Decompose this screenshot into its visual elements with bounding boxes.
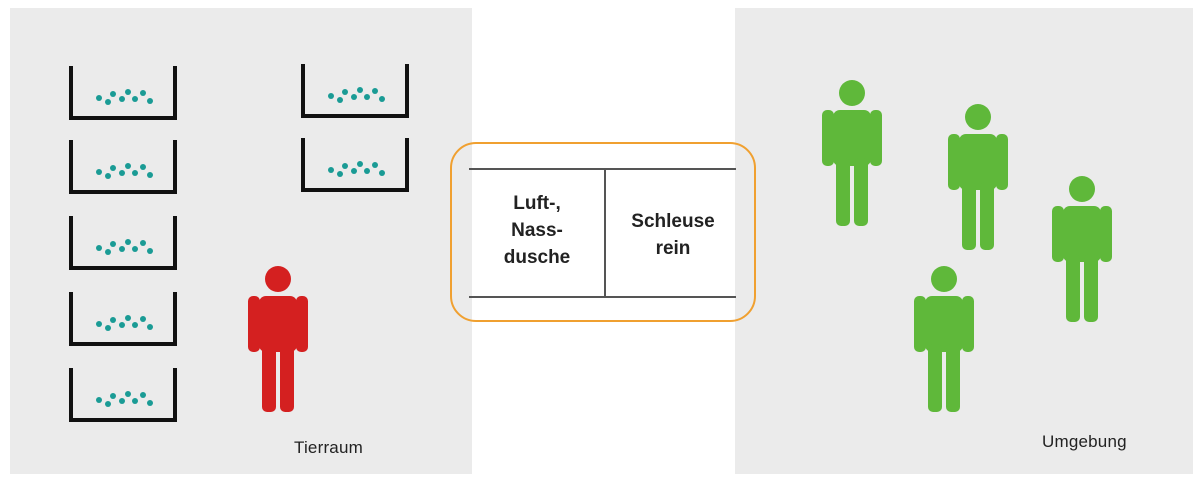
animal-cage-icon bbox=[68, 216, 178, 270]
airlock-divider bbox=[604, 170, 606, 296]
animal-cage-icon bbox=[300, 64, 410, 118]
person-icon-external bbox=[946, 104, 1010, 255]
animal-cage-icon bbox=[68, 292, 178, 346]
environment-label: Umgebung bbox=[1042, 432, 1127, 451]
animal-room-area bbox=[10, 8, 472, 474]
animal-room-label: Tierraum bbox=[294, 438, 363, 457]
person-icon-contaminated bbox=[246, 266, 310, 417]
animal-cage-icon bbox=[300, 138, 410, 192]
person-icon-external bbox=[1050, 176, 1114, 327]
shower-compartment-label: Luft-, Nass- dusche bbox=[503, 193, 571, 268]
airlock-frame bbox=[450, 142, 756, 322]
animal-cage-icon bbox=[68, 140, 178, 194]
person-icon-external bbox=[820, 80, 884, 231]
animal-cage-icon bbox=[68, 66, 178, 120]
clean-lock-compartment-label: Schleuse rein bbox=[631, 211, 715, 259]
airlock-bottom-wall bbox=[469, 296, 736, 298]
animal-cage-icon bbox=[68, 368, 178, 422]
person-icon-external bbox=[912, 266, 976, 417]
airlock-top-wall bbox=[469, 168, 736, 170]
